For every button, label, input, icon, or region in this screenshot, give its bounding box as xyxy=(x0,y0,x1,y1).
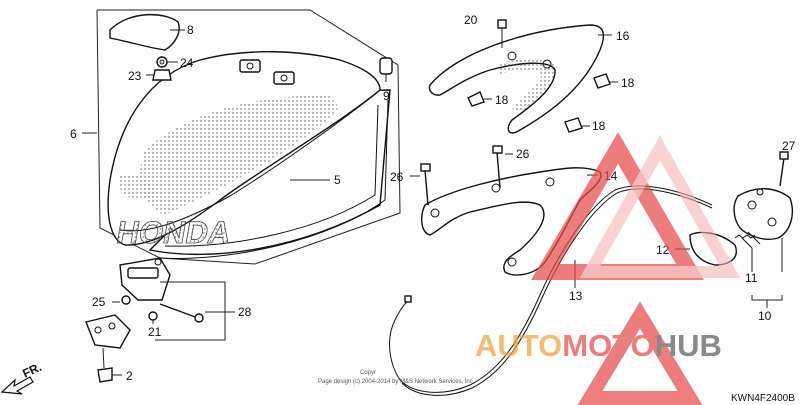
callout-8: 8 xyxy=(187,23,194,37)
callout-16: 16 xyxy=(616,29,630,43)
callout-labels: 8 24 23 6 9 5 20 16 18 18 18 26 26 14 27… xyxy=(70,13,796,383)
callout-23: 23 xyxy=(128,69,142,83)
copyright-line-2: Page design (c) 2004-2014 by M&S Network… xyxy=(318,379,475,385)
honda-brand-mark: HONDA xyxy=(114,215,234,250)
svg-text:AUTOMOTOHUB: AUTOMOTOHUB xyxy=(475,328,722,363)
callout-25: 25 xyxy=(92,295,106,309)
callout-27: 27 xyxy=(782,139,796,153)
callout-18-lower: 18 xyxy=(592,119,606,133)
callout-21: 21 xyxy=(148,325,162,339)
frame-bracket xyxy=(410,145,602,276)
automotohub-watermark: AUTOMOTOHUB xyxy=(475,132,741,405)
callout-11: 11 xyxy=(745,271,758,285)
callout-6: 6 xyxy=(70,127,77,141)
copyright-line-1: Copyr xyxy=(360,370,376,376)
seat-assembly: HONDA xyxy=(82,9,401,265)
callout-18-left: 18 xyxy=(495,93,509,107)
grab-rail-assembly xyxy=(428,19,618,134)
watermark-moto: MOTO xyxy=(562,328,654,363)
callout-20: 20 xyxy=(464,13,478,27)
seat-latch-assembly xyxy=(675,151,794,308)
callout-9: 9 xyxy=(383,89,390,103)
callout-18-right: 18 xyxy=(621,76,635,90)
callout-26-left: 26 xyxy=(390,170,404,184)
callout-5: 5 xyxy=(334,173,341,187)
hinge-bracket-assembly xyxy=(85,257,235,383)
diagram-code: KWN4F2400B xyxy=(731,393,795,404)
callout-10: 10 xyxy=(758,309,772,323)
watermark-hub: HUB xyxy=(655,328,722,363)
callout-24: 24 xyxy=(180,56,194,70)
front-label: FR. xyxy=(20,360,43,381)
callout-28: 28 xyxy=(238,305,252,319)
watermark-auto: AUTO xyxy=(475,328,562,363)
callout-26-right: 26 xyxy=(516,147,530,161)
front-direction-arrow: FR. xyxy=(0,360,44,395)
callout-2: 2 xyxy=(126,369,133,383)
seat-pad xyxy=(109,13,180,51)
callout-13: 13 xyxy=(569,289,583,303)
